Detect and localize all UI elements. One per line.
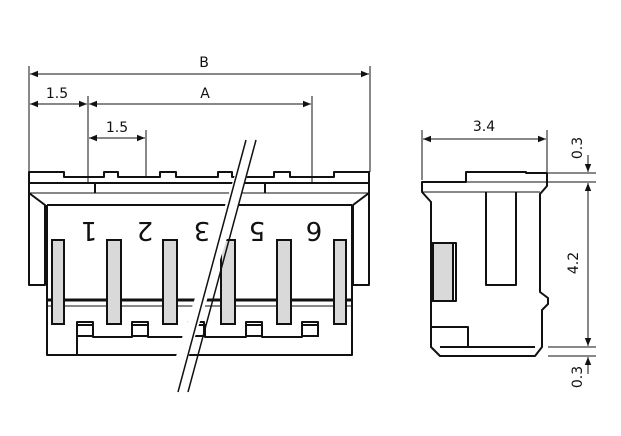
depth-label: 3.4 bbox=[473, 119, 495, 135]
dimension-b-label: B bbox=[199, 55, 209, 71]
pin-number-6: 6 bbox=[306, 215, 323, 245]
dimension-b: B bbox=[28, 55, 371, 172]
side-view: 3.4 0.3 4.2 0.3 bbox=[421, 119, 596, 388]
pin-number-2: 2 bbox=[137, 215, 154, 245]
bottom-step-label: 0.3 bbox=[570, 366, 586, 388]
pin-slot bbox=[106, 239, 122, 325]
edge-offset-label: 1.5 bbox=[46, 86, 68, 102]
front-view: B 1.5 A 1.5 bbox=[28, 55, 371, 396]
pin-number-1: 1 bbox=[81, 215, 98, 245]
dimension-depth: 3.4 bbox=[421, 119, 548, 180]
dimension-a-label: A bbox=[200, 86, 210, 102]
pin-slot bbox=[162, 239, 178, 325]
side-body bbox=[421, 171, 549, 357]
pin-pitch-label: 1.5 bbox=[106, 120, 128, 136]
break-lines bbox=[164, 139, 257, 396]
pin-slot bbox=[276, 239, 292, 325]
dimension-a: 1.5 A bbox=[30, 86, 313, 184]
pin-slot bbox=[220, 239, 236, 325]
pin-slots bbox=[51, 239, 347, 355]
body-height-label: 4.2 bbox=[566, 252, 582, 274]
front-body bbox=[28, 171, 370, 356]
pin-slot bbox=[333, 239, 347, 325]
dimension-pitch: 1.5 bbox=[89, 120, 147, 178]
pin-slot bbox=[51, 239, 65, 325]
pin-numbers: 1 2 3 5 6 bbox=[81, 215, 323, 245]
dimension-heights: 0.3 4.2 0.3 bbox=[548, 137, 596, 388]
pin-number-3: 3 bbox=[194, 215, 211, 245]
top-step-label: 0.3 bbox=[570, 137, 586, 159]
pin-number-5: 5 bbox=[249, 215, 266, 245]
